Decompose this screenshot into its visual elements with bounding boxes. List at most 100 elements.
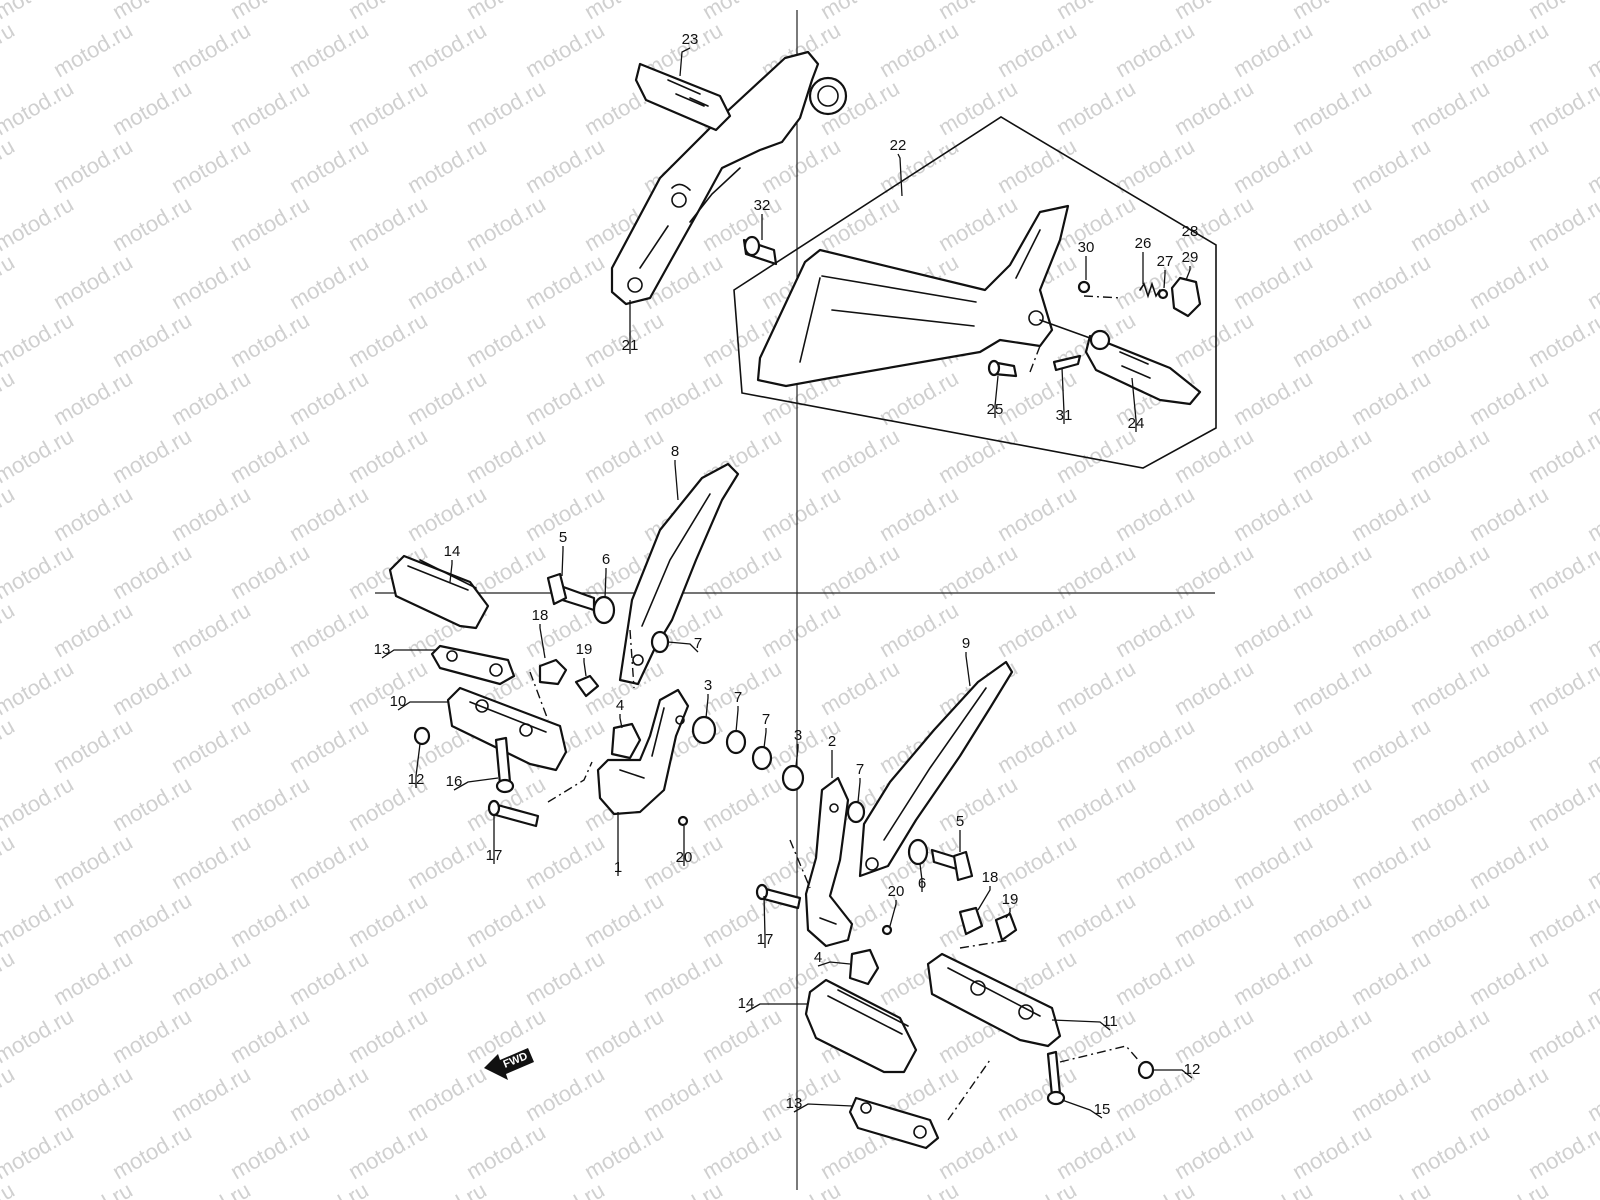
callout-19: 19 bbox=[1002, 891, 1019, 908]
watermark-text: motod.ru bbox=[757, 481, 845, 546]
callout-9: 9 bbox=[962, 635, 970, 652]
watermark-text: motod.ru bbox=[1465, 713, 1553, 778]
watermark-text: motod.ru bbox=[1465, 829, 1553, 894]
watermark-text: motod.ru bbox=[993, 17, 1081, 82]
watermark-text: motod.ru bbox=[167, 597, 255, 662]
footpeg-23 bbox=[634, 62, 732, 132]
bolt-32 bbox=[742, 235, 778, 266]
callout-20: 20 bbox=[676, 849, 693, 866]
plate-29 bbox=[1170, 276, 1202, 318]
watermark-text: motod.ru bbox=[167, 249, 255, 314]
watermark-text: motod.ru bbox=[108, 75, 196, 140]
watermark-text: motod.ru bbox=[1583, 829, 1600, 894]
watermark-text: motod.ru bbox=[1288, 771, 1376, 836]
watermark-text: motod.ru bbox=[344, 75, 432, 140]
watermark-text: motod.ru bbox=[403, 1177, 491, 1200]
watermark-text: motod.ru bbox=[226, 771, 314, 836]
leader-c19b bbox=[1005, 908, 1011, 919]
watermark-text: motod.ru bbox=[0, 1119, 78, 1184]
watermark-text: motod.ru bbox=[1347, 829, 1435, 894]
callout-12: 12 bbox=[408, 771, 425, 788]
watermark-text: motod.ru bbox=[698, 539, 786, 604]
assembly-line-f bbox=[1059, 1045, 1141, 1063]
watermark-text: motod.ru bbox=[1229, 945, 1317, 1010]
watermark-text: motod.ru bbox=[1229, 829, 1317, 894]
bushing-4-left bbox=[610, 722, 642, 760]
watermark-text: motod.ru bbox=[521, 829, 609, 894]
callout-22: 22 bbox=[890, 137, 907, 154]
callout-26: 26 bbox=[1135, 235, 1152, 252]
watermark-text: motod.ru bbox=[285, 945, 373, 1010]
watermark-text: motod.ru bbox=[993, 481, 1081, 546]
leader-c14b bbox=[745, 1003, 808, 1013]
watermark-text: motod.ru bbox=[167, 481, 255, 546]
watermark-text: motod.ru bbox=[108, 307, 196, 372]
watermark-text: motod.ru bbox=[639, 1177, 727, 1200]
watermark-text: motod.ru bbox=[757, 597, 845, 662]
watermark-text: motod.ru bbox=[1052, 887, 1140, 952]
watermark-text: motod.ru bbox=[521, 249, 609, 314]
callout-12: 12 bbox=[1184, 1061, 1201, 1078]
watermark-text: motod.ru bbox=[167, 713, 255, 778]
passenger-bracket-inset bbox=[756, 204, 1070, 388]
watermark-text: motod.ru bbox=[1347, 17, 1435, 82]
watermark-text: motod.ru bbox=[0, 771, 78, 836]
watermark-text: motod.ru bbox=[167, 17, 255, 82]
watermark-text: motod.ru bbox=[639, 365, 727, 430]
watermark-text: motod.ru bbox=[934, 771, 1022, 836]
ball-27 bbox=[1157, 288, 1169, 300]
watermark-text: motod.ru bbox=[993, 133, 1081, 198]
watermark-text: motod.ru bbox=[0, 17, 19, 82]
spring-26 bbox=[1139, 281, 1161, 299]
callout-6: 6 bbox=[602, 551, 610, 568]
watermark-text: motod.ru bbox=[698, 1119, 786, 1184]
watermark-text: motod.ru bbox=[108, 1003, 196, 1068]
watermark-text: motod.ru bbox=[167, 1061, 255, 1126]
watermark-text: motod.ru bbox=[1347, 713, 1435, 778]
watermark-text: motod.ru bbox=[1288, 75, 1376, 140]
leader-c24 bbox=[1131, 377, 1137, 432]
leader-c5a bbox=[561, 546, 564, 577]
watermark-text: motod.ru bbox=[993, 829, 1081, 894]
leader-c16 bbox=[453, 777, 499, 791]
leader-c31 bbox=[1061, 367, 1065, 424]
washer-7-top bbox=[650, 630, 670, 654]
watermark-text: motod.ru bbox=[285, 597, 373, 662]
watermark-text: motod.ru bbox=[1347, 481, 1435, 546]
watermark-text: motod.ru bbox=[1288, 1119, 1376, 1184]
watermark-text: motod.ru bbox=[462, 75, 550, 140]
watermark-text: motod.ru bbox=[934, 191, 1022, 256]
watermark-text: motod.ru bbox=[1052, 191, 1140, 256]
watermark-text: motod.ru bbox=[1111, 133, 1199, 198]
watermark-text: motod.ru bbox=[1583, 945, 1600, 1010]
watermark-text: motod.ru bbox=[1347, 1061, 1435, 1126]
watermark-text: motod.ru bbox=[403, 365, 491, 430]
assembly-line-e bbox=[959, 939, 1011, 949]
watermark-text: motod.ru bbox=[1347, 597, 1435, 662]
watermark-text: motod.ru bbox=[1229, 365, 1317, 430]
watermark-text: motod.ru bbox=[0, 1177, 19, 1200]
callout-31: 31 bbox=[1056, 407, 1073, 424]
watermark-text: motod.ru bbox=[1406, 1003, 1494, 1068]
callout-15: 15 bbox=[1094, 1101, 1111, 1118]
watermark-text: motod.ru bbox=[639, 1061, 727, 1126]
callout-7: 7 bbox=[856, 761, 864, 778]
watermark-text: motod.ru bbox=[167, 945, 255, 1010]
watermark-text: motod.ru bbox=[1111, 481, 1199, 546]
leader-c23a bbox=[679, 47, 691, 77]
watermark-text: motod.ru bbox=[757, 1177, 845, 1200]
watermark-text: motod.ru bbox=[1524, 539, 1600, 604]
collar-3-right bbox=[781, 764, 805, 792]
watermark-text: motod.ru bbox=[108, 191, 196, 256]
watermark-text: motod.ru bbox=[226, 423, 314, 488]
watermark-text: motod.ru bbox=[1229, 1177, 1317, 1200]
watermark-text: motod.ru bbox=[1406, 771, 1494, 836]
watermark-text: motod.ru bbox=[1111, 829, 1199, 894]
watermark-text: motod.ru bbox=[1170, 75, 1258, 140]
watermark-text: motod.ru bbox=[344, 191, 432, 256]
bolt-5-left bbox=[546, 572, 596, 612]
callout-17: 17 bbox=[486, 847, 503, 864]
watermark-text: motod.ru bbox=[1465, 1061, 1553, 1126]
